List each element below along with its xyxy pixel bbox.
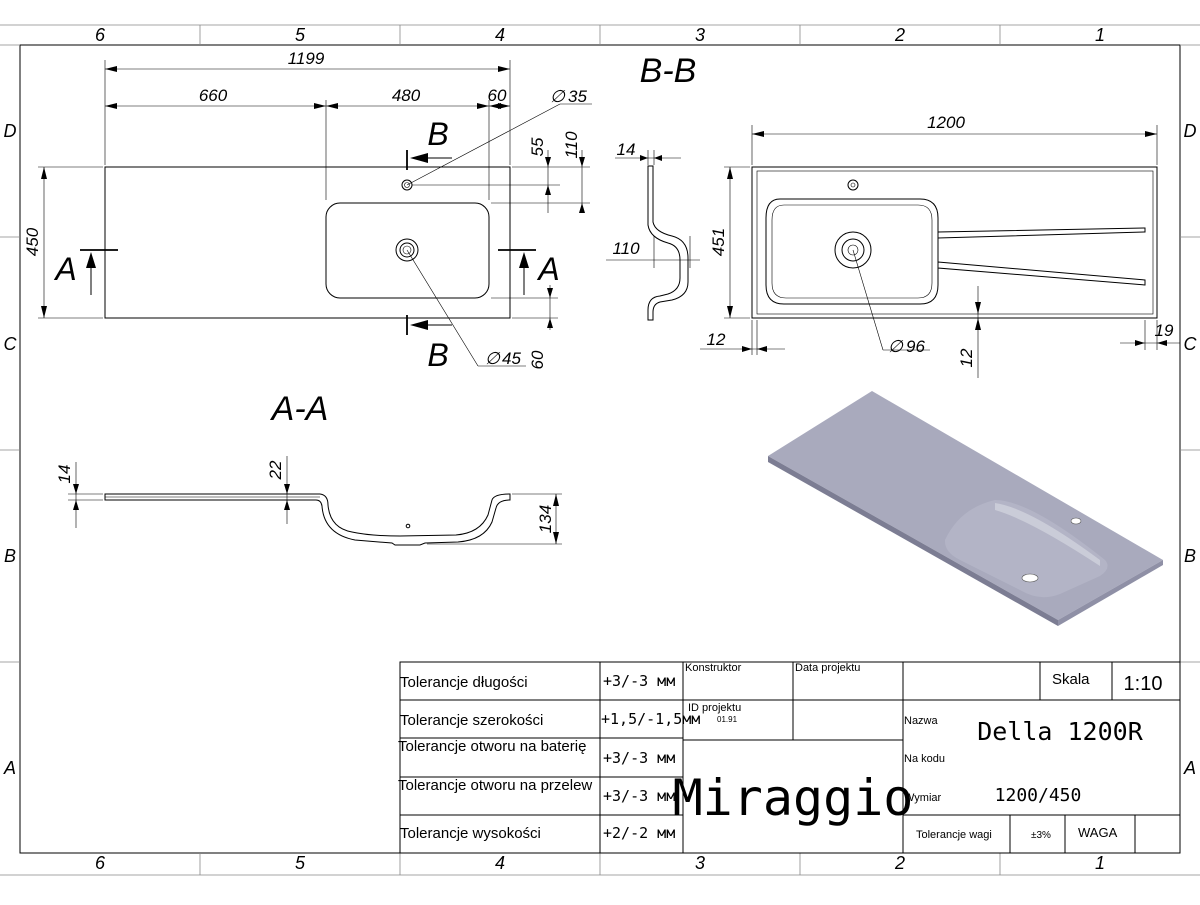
- diameter-symbol: ∅: [485, 349, 501, 368]
- drain-hole: [395, 238, 419, 262]
- id-projektu-label: ID projektu: [688, 702, 741, 714]
- right-view: 1200 451 12 12 19 ∅ 96: [700, 113, 1180, 378]
- top-view: B B A A: [23, 49, 592, 373]
- na-kodu-label: Na kodu: [904, 753, 945, 765]
- render-bowl: [944, 500, 1108, 598]
- aa-section-view: 14 22 134: [55, 456, 562, 546]
- dimension-label: 96: [906, 337, 925, 356]
- tolerance-label: Tolerancje długości: [400, 674, 528, 691]
- side-section-view: 14 110: [606, 140, 700, 321]
- wymiar-label: Wymiar: [904, 792, 942, 804]
- zone-row-label: D: [1184, 121, 1197, 141]
- zone-labels: 6 5 4 3 2 1 6 5 4 3 2 1 D C B A D C B A: [3, 25, 1198, 873]
- dimension-label: 134: [536, 505, 555, 533]
- bowl-outline: [325, 202, 490, 299]
- dimension-label: 450: [23, 227, 42, 256]
- zone-col-label: 2: [894, 25, 905, 45]
- dimension-label: 35: [568, 87, 587, 106]
- section-title-bb: B-B: [640, 52, 697, 90]
- zone-col-label: 2: [894, 853, 905, 873]
- zone-col-label: 5: [295, 853, 306, 873]
- dimension-label: 55: [528, 137, 547, 156]
- brand-logo-text: Miraggio: [673, 769, 914, 827]
- tolerancje-wagi-value: ±3%: [1031, 830, 1051, 841]
- render-tap-hole: [1070, 517, 1082, 525]
- drain-hole: [834, 231, 872, 269]
- cut-label-a: A: [536, 251, 559, 287]
- diameter-symbol: ∅: [888, 337, 904, 356]
- zone-col-label: 5: [295, 25, 306, 45]
- tolerance-label: Tolerancje otworu na baterię: [398, 738, 587, 755]
- skala-value: 1:10: [1124, 673, 1163, 695]
- zone-row-label: A: [3, 758, 16, 778]
- dimension-label: 14: [55, 465, 74, 484]
- zone-col-label: 1: [1095, 25, 1105, 45]
- countertop-outline: [751, 166, 1158, 319]
- tolerance-label: Tolerancje szerokości: [400, 712, 543, 729]
- dimension-label: 45: [502, 349, 521, 368]
- drain-groove: [937, 227, 1146, 239]
- zone-row-label: B: [1184, 546, 1196, 566]
- dimension-label: 12: [707, 330, 726, 349]
- title-block: Tolerancje długości +3/-3 мм Tolerancje …: [398, 661, 1181, 854]
- tolerance-value: +3/-3 мм: [603, 749, 675, 767]
- zone-col-label: 4: [495, 853, 505, 873]
- dimension-label: 480: [392, 86, 421, 105]
- tolerance-value: +3/-3 мм: [603, 787, 675, 805]
- dimension-label: 1199: [288, 49, 325, 68]
- id-projektu-value: 01.91: [717, 715, 738, 724]
- dimension-label: 660: [199, 86, 228, 105]
- zone-row-label: A: [1183, 758, 1196, 778]
- data-projektu-label: Data projektu: [795, 662, 860, 674]
- zone-row-label: C: [4, 334, 18, 354]
- countertop-outline: [104, 166, 511, 319]
- dimension-label: 110: [562, 131, 581, 159]
- dimension-lines: [38, 60, 592, 367]
- dimension-label: 60: [528, 350, 547, 369]
- nazwa-label: Nazwa: [904, 715, 939, 727]
- tolerance-value: +1,5/-1,5мм: [601, 710, 700, 728]
- zone-row-label: B: [4, 546, 16, 566]
- zone-row-label: C: [1184, 334, 1198, 354]
- bowl-outline: [765, 198, 939, 305]
- konstruktor-label: Konstruktor: [685, 662, 742, 674]
- drain-groove: [937, 261, 1146, 286]
- diameter-symbol: ∅: [550, 87, 566, 106]
- render-top-surface: [768, 391, 1163, 620]
- tap-hole: [847, 179, 859, 191]
- zone-col-label: 4: [495, 25, 505, 45]
- zone-col-label: 6: [95, 853, 106, 873]
- dimension-label: 1200: [927, 113, 965, 132]
- zone-row-label: D: [4, 121, 17, 141]
- cut-label-a: A: [53, 251, 76, 287]
- product-3d-render: [768, 391, 1163, 626]
- dimension-label: 60: [488, 86, 507, 105]
- wymiar-value: 1200/450: [995, 785, 1082, 806]
- cut-label-b: B: [427, 116, 448, 152]
- tolerance-value: +3/-3 мм: [603, 672, 675, 690]
- tolerance-label: Tolerancje otworu na przelew: [398, 777, 593, 794]
- dimension-label: 451: [709, 228, 728, 256]
- render-drain: [1021, 573, 1039, 583]
- zone-col-label: 3: [695, 853, 705, 873]
- section-title-aa: A-A: [270, 390, 329, 428]
- dimension-label: 22: [266, 460, 285, 480]
- render-side-edge: [1058, 560, 1163, 626]
- waga-label: WAGA: [1078, 825, 1118, 840]
- dimension-label: 14: [617, 140, 636, 159]
- zone-col-label: 6: [95, 25, 106, 45]
- tolerancje-wagi-label: Tolerancje wagi: [916, 829, 992, 841]
- skala-label: Skala: [1052, 671, 1090, 688]
- tolerance-label: Tolerancje wysokości: [400, 825, 541, 842]
- dimension-label: 110: [612, 239, 640, 258]
- dimension-label: 19: [1155, 321, 1174, 340]
- cut-label-b: B: [427, 337, 448, 373]
- render-front-edge: [768, 456, 1058, 626]
- tolerance-value: +2/-2 мм: [603, 824, 675, 842]
- dimension-label: 12: [957, 348, 976, 367]
- zone-col-label: 3: [695, 25, 705, 45]
- zone-col-label: 1: [1095, 853, 1105, 873]
- nazwa-value: Della 1200R: [977, 717, 1144, 746]
